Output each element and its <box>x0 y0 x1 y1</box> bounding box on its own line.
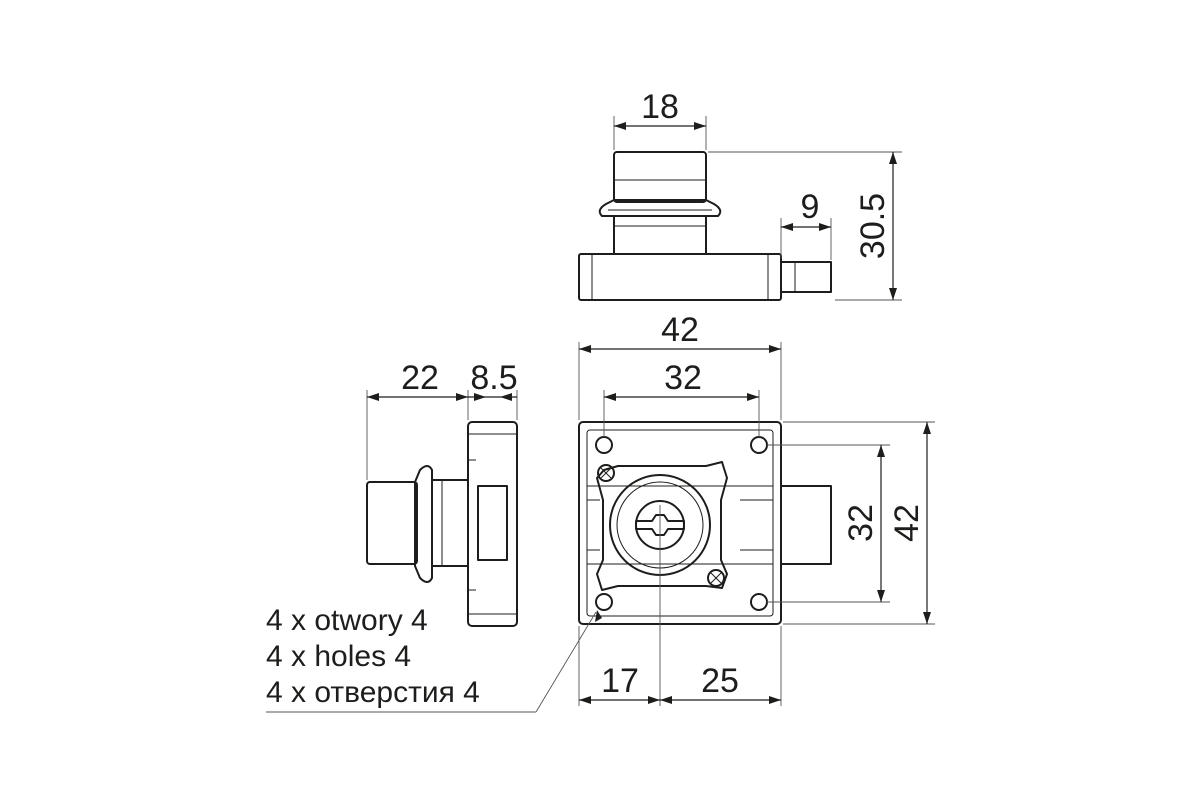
dim-front-width-holes: 32 <box>664 359 702 397</box>
side-flange <box>414 465 433 583</box>
mount-hole-bottom-right <box>750 593 768 611</box>
dim-top-height: 30.5 <box>854 193 892 259</box>
side-cylinder <box>366 481 418 565</box>
dim-front-left-offset: 17 <box>601 662 639 700</box>
top-cylinder <box>613 151 707 203</box>
hole-leader-line <box>535 611 597 713</box>
side-neck <box>431 479 469 567</box>
dim-front-height-outer: 42 <box>888 504 926 542</box>
mount-hole-top-right <box>750 436 768 454</box>
dim-top-width: 18 <box>641 88 679 126</box>
side-plate <box>467 421 518 627</box>
dim-front-right-offset: 25 <box>701 662 739 700</box>
hole-note: 4 x otwory 4 4 x holes 4 4 x отверстия 4 <box>266 604 480 709</box>
dim-front-width-outer: 42 <box>661 311 699 349</box>
dim-front-height-holes: 32 <box>842 504 880 542</box>
top-body <box>578 253 782 301</box>
note-english: 4 x holes 4 <box>266 640 411 673</box>
note-polish: 4 x otwory 4 <box>266 604 428 637</box>
note-russian: 4 x отверстия 4 <box>266 676 480 709</box>
dim-top-pin: 9 <box>801 188 820 226</box>
top-view: 18 9 30.5 <box>578 88 902 301</box>
keyway-slot <box>635 514 685 536</box>
top-neck <box>613 215 707 255</box>
side-view: 22 8.5 <box>366 359 518 627</box>
top-bolt <box>780 261 832 293</box>
front-view: 42 32 32 42 17 25 <box>266 311 935 713</box>
dim-side-body: 22 <box>401 359 439 397</box>
top-flange <box>598 199 722 217</box>
mount-hole-bottom-left <box>595 593 613 611</box>
front-plate <box>578 421 782 625</box>
screw-top-left <box>597 464 615 482</box>
cylinder-housing <box>596 461 728 591</box>
dim-side-plate: 8.5 <box>470 359 517 397</box>
screw-bottom-right <box>707 569 725 587</box>
side-slot <box>477 485 508 561</box>
mount-hole-top-left <box>595 436 613 454</box>
front-bolt <box>780 485 832 565</box>
